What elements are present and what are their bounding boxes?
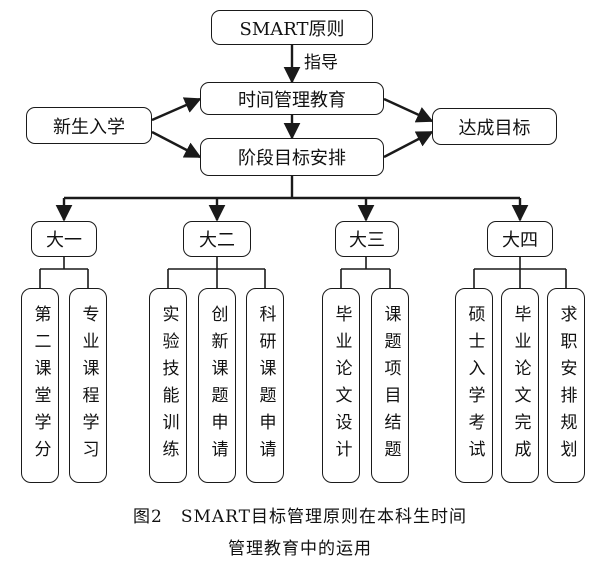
stage-plan-label: 阶段目标安排 <box>238 148 346 169</box>
arrow-freshman-to-stage <box>151 130 202 159</box>
year2-box: 大二 <box>183 221 251 257</box>
year3-item-1-label: 毕业论文设计 <box>331 304 352 467</box>
year3-item-2: 课题项目结题 <box>371 288 409 483</box>
year2-label: 大二 <box>199 230 235 251</box>
arrow-stage-to-goal <box>383 130 434 159</box>
year3-item-2-label: 课题项目结题 <box>380 304 401 467</box>
year4-item-1: 硕士入学考试 <box>455 288 493 483</box>
freshman-entry-label: 新生入学 <box>53 116 125 138</box>
time-management-label: 时间管理教育 <box>238 89 346 111</box>
year2-item-2-label: 创新课题申请 <box>207 304 228 467</box>
time-management-box: 时间管理教育 <box>200 82 384 115</box>
figure-caption-line2: 管理教育中的运用 <box>228 539 372 559</box>
year1-box: 大一 <box>31 221 97 257</box>
year1-item-2-label: 专业课程学习 <box>78 304 99 467</box>
year4-box: 大四 <box>487 221 553 257</box>
year3-label: 大三 <box>349 230 385 251</box>
year4-item-1-label: 硕士入学考试 <box>464 304 485 467</box>
smart-principle-box: SMART原则 <box>211 10 373 45</box>
figure-caption-line1: 图2 SMART目标管理原则在本科生时间 <box>133 507 467 527</box>
stage-plan-box: 阶段目标安排 <box>200 138 384 176</box>
smart-principle-label: SMART原则 <box>239 18 345 40</box>
year2-item-3-label: 科研课题申请 <box>255 304 276 467</box>
year1-item-2: 专业课程学习 <box>69 288 107 483</box>
achieve-goal-label: 达成目标 <box>458 117 531 139</box>
year1-item-1-label: 第二课堂学分 <box>30 304 51 467</box>
year3-item-1: 毕业论文设计 <box>322 288 360 483</box>
year2-item-1-label: 实验技能训练 <box>158 304 179 467</box>
arrow-time-to-goal <box>383 97 434 123</box>
year2-item-1: 实验技能训练 <box>149 288 187 483</box>
achieve-goal-box: 达成目标 <box>432 108 557 145</box>
year4-item-3-label: 求职安排规划 <box>556 304 577 467</box>
year1-item-1: 第二课堂学分 <box>21 288 59 483</box>
freshman-entry-box: 新生入学 <box>26 107 152 144</box>
year1-label: 大一 <box>46 230 82 251</box>
year4-item-3: 求职安排规划 <box>547 288 585 483</box>
arrow-freshman-to-time <box>151 97 202 122</box>
year2-item-2: 创新课题申请 <box>198 288 236 483</box>
year4-label: 大四 <box>502 230 538 251</box>
year3-box: 大三 <box>335 221 399 257</box>
year4-item-2-label: 毕业论文完成 <box>510 304 531 467</box>
year4-item-2: 毕业论文完成 <box>501 288 539 483</box>
year2-item-3: 科研课题申请 <box>246 288 284 483</box>
guide-label: 指导 <box>304 53 338 73</box>
